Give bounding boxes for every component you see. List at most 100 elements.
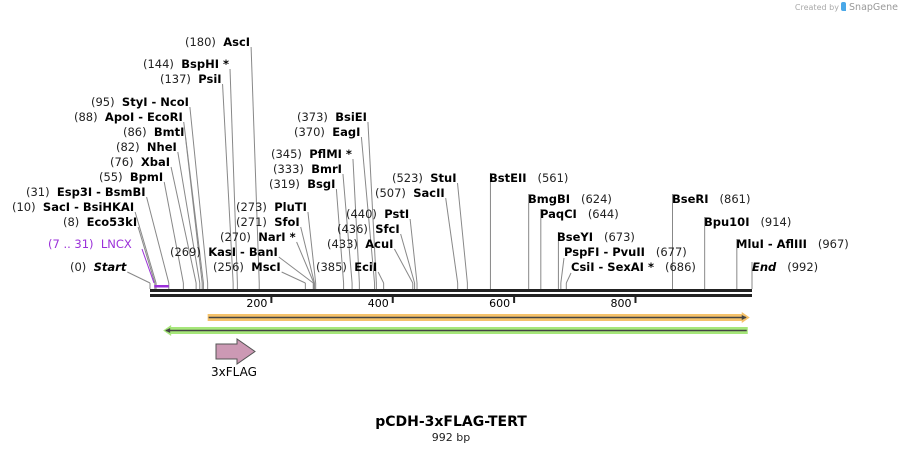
site-position: (144) (143, 57, 174, 71)
site-name: StyI - NcoI (121, 95, 189, 109)
site-label-pspfi[interactable]: PspFI - PvuII (677) (564, 245, 687, 259)
site-position: (624) (581, 192, 612, 206)
site-position: (10) (12, 200, 36, 214)
site-name: BpmI (129, 170, 164, 184)
site-label-pluti[interactable]: (273) PluTI (236, 200, 307, 214)
site-position: (31) (26, 185, 50, 199)
feature-orange-arrow[interactable] (207, 312, 750, 323)
site-label-bseyi[interactable]: BseYI (673) (557, 230, 635, 244)
site-label-start[interactable]: (0) Start (70, 260, 126, 274)
features (154, 285, 750, 365)
site-label-xbai[interactable]: (76) XbaI (110, 155, 170, 169)
site-position: (95) (91, 95, 115, 109)
feature-3xflag[interactable] (215, 338, 256, 365)
credit-brand: SnapGene (849, 2, 898, 13)
site-name: StuI (430, 171, 457, 185)
site-position: (385) (316, 260, 347, 274)
site-name: CsiI - SexAI * (571, 260, 654, 274)
site-label-apoi[interactable]: (88) ApoI - EcoRI (74, 110, 183, 124)
site-name: NheI (146, 140, 177, 154)
site-label-styi[interactable]: (95) StyI - NcoI (91, 95, 189, 109)
site-label-acui[interactable]: (433) AcuI (327, 237, 393, 251)
tick-label: 600 (489, 297, 511, 310)
site-name: BseRI (672, 192, 709, 206)
site-name: PluTI (274, 200, 307, 214)
site-label-bpmi[interactable]: (55) BpmI (99, 170, 163, 184)
site-position: (319) (269, 177, 300, 191)
site-label-mlui[interactable]: MluI - AflIII (967) (736, 237, 849, 251)
site-name: SfcI (375, 222, 400, 236)
site-label-kasi[interactable]: (269) KasI - BanI (170, 245, 278, 259)
site-label-end[interactable]: End (992) (752, 260, 818, 274)
site-name: BstEII (489, 171, 527, 185)
site-label-bsiei[interactable]: (373) BsiEI (297, 110, 367, 124)
site-position: (644) (587, 207, 619, 221)
site-position: (76) (110, 155, 134, 169)
site-label-stui[interactable]: (523) StuI (392, 171, 457, 185)
site-label-asci[interactable]: (180) AscI (185, 35, 250, 49)
site-label-bpu10i[interactable]: Bpu10I (914) (704, 215, 791, 229)
site-position: (914) (760, 215, 792, 229)
feature-label-3xflag: 3xFLAG (211, 365, 257, 379)
site-position: (507) (375, 186, 406, 200)
site-name: PflMI * (309, 147, 352, 161)
site-label-saci[interactable]: (10) SacI - BsiHKAI (12, 200, 134, 214)
site-label-psti[interactable]: (440) PstI (346, 207, 409, 221)
tick-mark (391, 297, 394, 303)
site-position: (271) (236, 215, 267, 229)
site-position: (677) (655, 245, 687, 259)
tick-label: 800 (610, 297, 632, 310)
site-position: (270) (220, 230, 251, 244)
site-label-esp3i[interactable]: (31) Esp3I - BsmBI (26, 185, 146, 199)
site-label-bseri[interactable]: BseRI (861) (672, 192, 750, 206)
site-label-paqci[interactable]: PaqCI (644) (540, 207, 619, 221)
site-position: (686) (664, 260, 696, 274)
site-label-bsphi[interactable]: (144) BspHI * (143, 57, 229, 71)
snapgene-credit: Created by SnapGene (795, 2, 898, 13)
site-name: PspFI - PvuII (564, 245, 645, 259)
site-label-bmti[interactable]: (86) BmtI (123, 125, 184, 139)
site-name: PsiI (198, 72, 222, 86)
site-position: (967) (817, 237, 849, 251)
feature-lncx (154, 285, 169, 288)
feature-green-arrow[interactable] (163, 325, 748, 336)
site-name: BsgI (307, 177, 336, 191)
credit-prefix: Created by (794, 3, 839, 12)
site-label-eagi[interactable]: (370) EagI (294, 125, 360, 139)
site-label-bsgi[interactable]: (319) BsgI (269, 177, 335, 191)
site-label-sfoi[interactable]: (271) SfoI (236, 215, 300, 229)
site-label-msci[interactable]: (256) MscI (213, 260, 281, 274)
site-position: (370) (294, 125, 325, 139)
site-position: (673) (604, 230, 635, 244)
site-label-nhei[interactable]: (82) NheI (116, 140, 177, 154)
site-label-nari[interactable]: (270) NarI * (220, 230, 296, 244)
site-position: (8) (63, 215, 80, 229)
site-name: XbaI (140, 155, 171, 169)
site-name: EciI (354, 260, 378, 274)
site-label-ecii[interactable]: (385) EciI (316, 260, 377, 274)
site-label-sfci[interactable]: (436) SfcI (337, 222, 400, 236)
tick-label: 400 (367, 297, 389, 310)
site-label-eco53ki[interactable]: (8) Eco53kI (63, 215, 137, 229)
site-name: BspHI * (181, 57, 230, 71)
site-name: SacI - BsiHKAI (42, 200, 135, 214)
site-label-pflmi[interactable]: (345) PflMI * (271, 147, 352, 161)
site-position: (333) (273, 162, 304, 176)
site-name: MluI - AflIII (736, 237, 807, 251)
site-name: BmrI (311, 162, 342, 176)
site-label-bmgbi[interactable]: BmgBI (624) (528, 192, 612, 206)
site-label-psii[interactable]: (137) PsiI (160, 72, 222, 86)
site-position: (269) (170, 245, 201, 259)
site-label-csii[interactable]: CsiI - SexAI * (686) (571, 260, 696, 274)
site-position: (861) (719, 192, 751, 206)
site-label-bsteii[interactable]: BstEII (561) (489, 171, 568, 185)
site-label-sacii[interactable]: (507) SacII (375, 186, 445, 200)
site-position: (436) (337, 222, 368, 236)
site-name: KasI - BanI (208, 245, 278, 259)
site-position: (373) (297, 110, 328, 124)
site-name: BsiEI (335, 110, 367, 124)
site-position: (137) (160, 72, 191, 86)
site-lines (127, 46, 753, 289)
site-label-bmri[interactable]: (333) BmrI (273, 162, 342, 176)
feature-label-lncx[interactable]: (7 .. 31) LNCX (48, 237, 132, 251)
